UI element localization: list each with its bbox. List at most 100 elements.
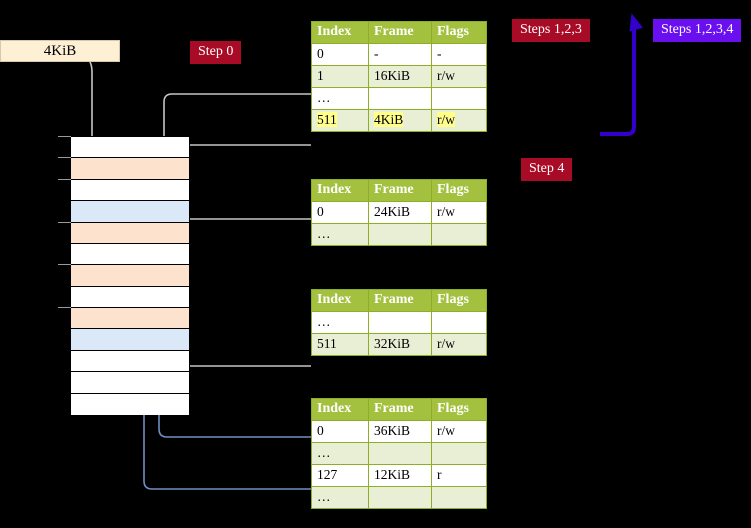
cell-index: … <box>311 486 369 509</box>
badge-steps-1234: Steps 1,2,3,4 <box>653 19 742 42</box>
column-header-frame: Frame <box>368 398 432 421</box>
memory-block-0 <box>71 137 189 159</box>
cell-flags: r/w <box>431 420 487 443</box>
badge-steps-123: Steps 1,2,3 <box>512 19 590 42</box>
memory-block-11 <box>71 372 189 394</box>
cell-index: … <box>311 442 369 465</box>
memory-tick-1 <box>58 157 71 159</box>
badge-step-0: Step 0 <box>190 41 242 64</box>
cell-flags: r/w <box>431 109 487 132</box>
memory-tick-8 <box>58 307 71 309</box>
memory-tick-2 <box>58 178 71 180</box>
cell-index: … <box>311 87 369 110</box>
memory-block-1 <box>71 158 189 180</box>
memory-block-10 <box>71 350 189 373</box>
column-header-index: Index <box>311 289 369 312</box>
cell-index: 511 <box>311 109 369 132</box>
cell-frame <box>368 442 432 465</box>
memory-block-2 <box>71 179 189 202</box>
cell-index: 0 <box>311 420 369 443</box>
memory-block-5 <box>71 243 189 266</box>
badge-step-0-label: Step 0 <box>198 44 234 59</box>
table-row: … <box>311 87 487 110</box>
memory-block-12 <box>71 393 189 415</box>
badge-step-4-label: Step 4 <box>529 161 565 176</box>
cell-index: 0 <box>311 43 369 66</box>
highlighted-value: 511 <box>317 112 337 127</box>
cell-flags: r/w <box>431 333 487 356</box>
memory-tick-0 <box>58 136 71 137</box>
cell-flags <box>431 486 487 509</box>
badge-step-4: Step 4 <box>521 158 573 181</box>
cell-frame: 32KiB <box>368 333 432 356</box>
wire-pd-row511 <box>170 314 311 367</box>
highlighted-value: 4KiB <box>374 112 404 127</box>
cell-frame: 12KiB <box>368 464 432 487</box>
cell-frame: 4KiB <box>368 109 432 132</box>
wire-pml4-row511 <box>170 144 311 156</box>
memory-block-8 <box>71 308 189 330</box>
column-header-flags: Flags <box>431 21 487 44</box>
table-row: 0-- <box>311 43 487 66</box>
table-row: 511 4KiB r/w <box>311 109 487 132</box>
cell-flags: r/w <box>431 65 487 88</box>
cell-flags <box>431 311 487 334</box>
wire-pdpt-row0 <box>176 218 311 266</box>
cell-flags <box>431 223 487 246</box>
badge-steps-1234-label: Steps 1,2,3,4 <box>661 22 734 37</box>
memory-block-9 <box>71 329 189 351</box>
cell-frame: - <box>368 43 432 66</box>
memory-block-3 <box>71 201 189 223</box>
cell-index: 127 <box>311 464 369 487</box>
bracket-steps-arrow <box>600 13 643 136</box>
column-header-frame: Frame <box>368 289 432 312</box>
table-row: … <box>311 311 487 334</box>
column-header-frame: Frame <box>368 179 432 202</box>
table-row: … <box>311 223 487 246</box>
memory-tick-4 <box>58 221 71 223</box>
memory-block-column <box>70 136 190 415</box>
memory-block-7 <box>71 286 189 309</box>
column-header-index: Index <box>311 398 369 421</box>
cell-frame <box>368 486 432 509</box>
column-header-flags: Flags <box>431 398 487 421</box>
cell-frame <box>368 311 432 334</box>
column-header-index: Index <box>311 179 369 202</box>
cell-index: … <box>311 223 369 246</box>
cell-index: … <box>311 311 369 334</box>
column-header-frame: Frame <box>368 21 432 44</box>
cell-index: 1 <box>311 65 369 88</box>
column-header-flags: Flags <box>431 179 487 202</box>
cell-flags: - <box>431 43 487 66</box>
cell-frame: 36KiB <box>368 420 432 443</box>
cell-frame: 24KiB <box>368 201 432 224</box>
cell-index: 511 <box>311 333 369 356</box>
column-header-index: Index <box>311 21 369 44</box>
badge-steps-123-label: Steps 1,2,3 <box>520 22 582 37</box>
memory-tick-6 <box>58 264 71 266</box>
cell-frame <box>368 223 432 246</box>
column-header-flags: Flags <box>431 289 487 312</box>
page-size-label: 4KiB <box>43 43 77 59</box>
cell-flags <box>431 442 487 465</box>
cell-flags: r/w <box>431 201 487 224</box>
table-row: … <box>311 486 487 509</box>
cell-flags: r <box>431 464 487 487</box>
page-size-box: 4KiB <box>0 40 120 62</box>
cell-flags <box>431 87 487 110</box>
table-row: … <box>311 442 487 465</box>
highlighted-value: r/w <box>437 112 455 127</box>
